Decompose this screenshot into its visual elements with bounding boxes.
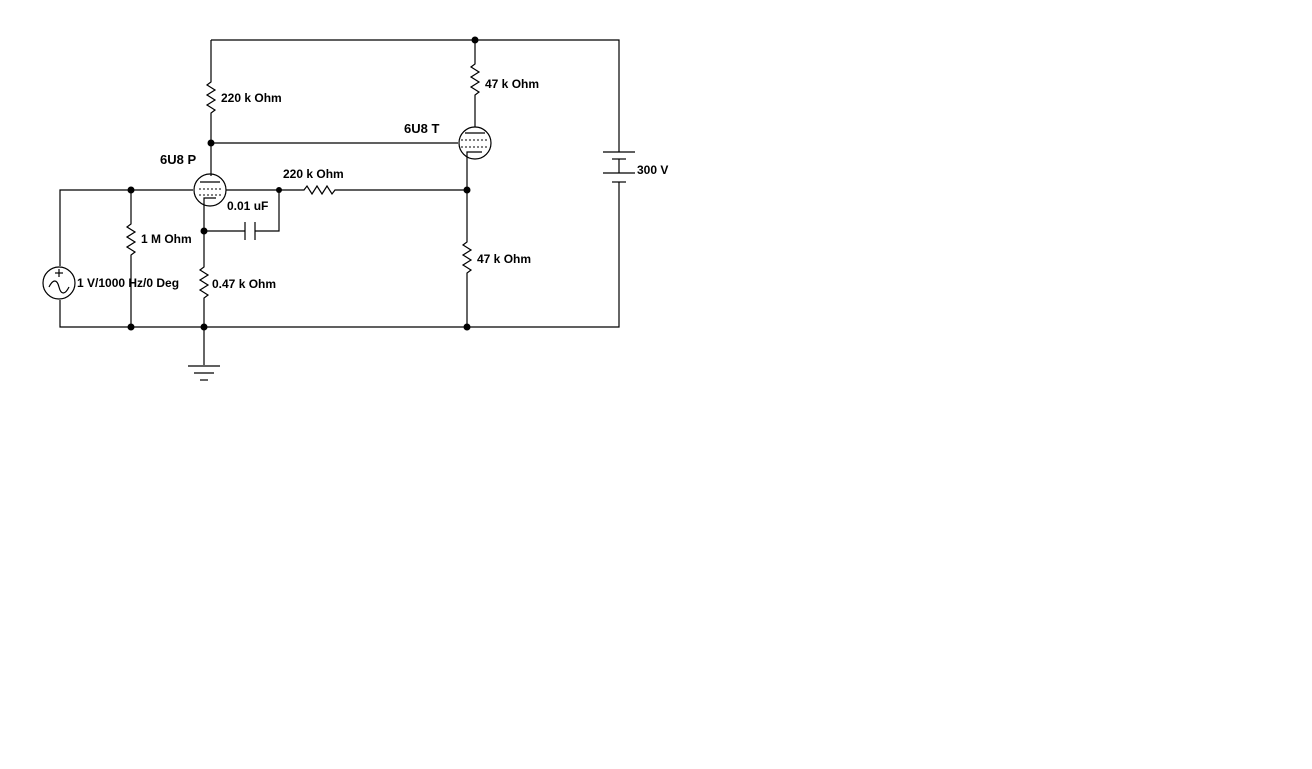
resistor-220k-plate-p [205, 78, 217, 118]
label-tube-p: 6U8 P [160, 152, 196, 167]
label-cap: 0.01 uF [227, 199, 268, 213]
junction-dot [207, 139, 215, 147]
label-tube-t: 6U8 T [404, 121, 439, 136]
label-source: 1 V/1000 Hz/0 Deg [77, 276, 179, 290]
label-r-feedback: 220 k Ohm [283, 167, 344, 181]
ac-source [42, 266, 76, 300]
junction-dot [471, 36, 479, 44]
label-r-cathode-p: 0.47 k Ohm [212, 277, 276, 291]
junction-dot [200, 323, 208, 331]
wire-battery-bottom [59, 182, 620, 328]
resistor-1m-grid [125, 220, 137, 258]
wire-cap-right [255, 190, 280, 232]
junction-dots [127, 36, 479, 331]
capacitor-0-01uf [244, 222, 256, 240]
wire-input [59, 189, 193, 266]
junction-dot [463, 186, 471, 194]
junction-dot [463, 323, 471, 331]
junction-dot [200, 227, 208, 235]
label-r-plate-t: 47 k Ohm [485, 77, 539, 91]
junction-dot [127, 323, 135, 331]
resistor-47k-cathode-t [461, 238, 473, 278]
resistor-220k-feedback [300, 184, 338, 196]
wire-top-rail [211, 39, 620, 152]
junction-dot [127, 186, 135, 194]
tube-6u8-p [193, 173, 227, 207]
battery-300v [603, 151, 635, 183]
ground-symbol [188, 365, 220, 381]
label-battery: 300 V [637, 163, 668, 177]
label-r-grid: 1 M Ohm [141, 232, 192, 246]
resistor-047k-cathode-p [198, 263, 210, 303]
junction-dot [276, 187, 282, 193]
label-r-plate-p: 220 k Ohm [221, 91, 282, 105]
label-r-cathode-t: 47 k Ohm [477, 252, 531, 266]
resistor-47k-plate-t [469, 60, 481, 100]
tube-6u8-t [458, 126, 492, 160]
